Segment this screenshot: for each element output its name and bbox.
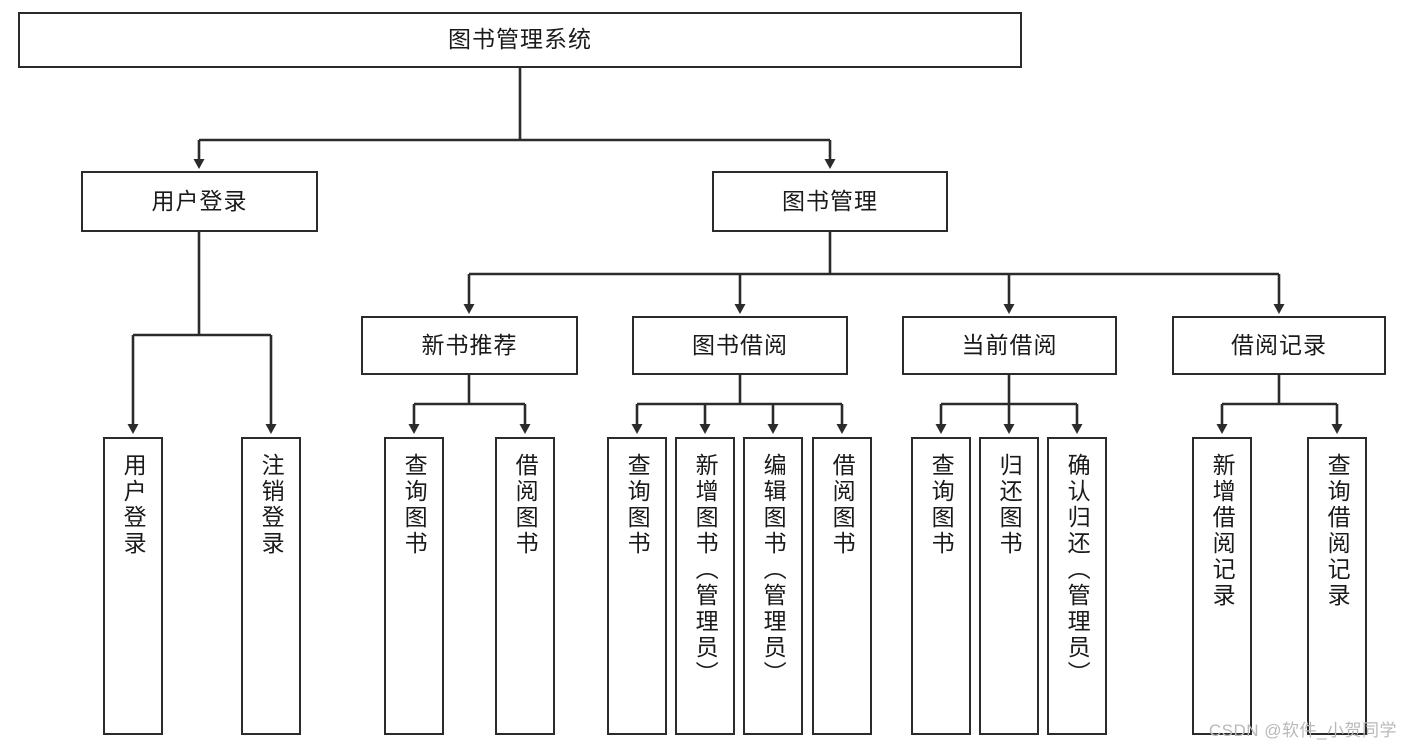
node-label: 归还图书 bbox=[996, 453, 1023, 557]
node-label: 借阅图书 bbox=[512, 453, 539, 557]
node-label: 图书管理系统 bbox=[448, 26, 592, 53]
node-label: 当前借阅 bbox=[961, 331, 1058, 358]
node-label: 新书推荐 bbox=[421, 331, 518, 358]
node-user-login[interactable]: 用户登录 bbox=[81, 171, 318, 232]
leaf-user-login[interactable]: 用户登录 bbox=[103, 437, 163, 735]
node-label: 查询图书 bbox=[401, 453, 428, 557]
node-label: 用户登录 bbox=[120, 453, 147, 557]
node-new-book-recommend[interactable]: 新书推荐 bbox=[361, 316, 578, 375]
leaf-add-book-admin[interactable]: 新增图书（管理员） bbox=[675, 437, 735, 735]
node-label: 借阅记录 bbox=[1231, 331, 1327, 358]
leaf-edit-book-admin[interactable]: 编辑图书（管理员） bbox=[743, 437, 803, 735]
leaf-query-book-current[interactable]: 查询图书 bbox=[911, 437, 971, 735]
leaf-add-borrow-record[interactable]: 新增借阅记录 bbox=[1192, 437, 1252, 735]
node-current-borrow[interactable]: 当前借阅 bbox=[902, 316, 1117, 375]
leaf-query-book-recommend[interactable]: 查询图书 bbox=[384, 437, 444, 735]
node-borrow-records[interactable]: 借阅记录 bbox=[1172, 316, 1386, 375]
node-label: 新增图书（管理员） bbox=[692, 453, 719, 687]
node-label: 查询图书 bbox=[928, 453, 955, 557]
node-book-management[interactable]: 图书管理 bbox=[712, 171, 948, 232]
leaf-logout[interactable]: 注销登录 bbox=[241, 437, 301, 735]
node-label: 用户登录 bbox=[151, 187, 248, 214]
node-book-borrow[interactable]: 图书借阅 bbox=[632, 316, 848, 375]
leaf-query-borrow-record[interactable]: 查询借阅记录 bbox=[1307, 437, 1367, 735]
node-label: 查询借阅记录 bbox=[1324, 453, 1351, 609]
leaf-borrow-book-recommend[interactable]: 借阅图书 bbox=[495, 437, 555, 735]
node-label: 注销登录 bbox=[258, 453, 285, 557]
leaf-borrow-book[interactable]: 借阅图书 bbox=[812, 437, 872, 735]
node-root[interactable]: 图书管理系统 bbox=[18, 12, 1022, 68]
node-label: 确认归还（管理员） bbox=[1064, 453, 1091, 687]
node-label: 图书借阅 bbox=[692, 331, 788, 358]
leaf-return-book[interactable]: 归还图书 bbox=[979, 437, 1039, 735]
node-label: 新增借阅记录 bbox=[1209, 453, 1236, 609]
node-label: 编辑图书（管理员） bbox=[760, 453, 787, 687]
leaf-query-book-borrow[interactable]: 查询图书 bbox=[607, 437, 667, 735]
node-label: 借阅图书 bbox=[829, 453, 856, 557]
node-label: 查询图书 bbox=[624, 453, 651, 557]
node-label: 图书管理 bbox=[782, 187, 878, 214]
leaf-confirm-return-admin[interactable]: 确认归还（管理员） bbox=[1047, 437, 1107, 735]
